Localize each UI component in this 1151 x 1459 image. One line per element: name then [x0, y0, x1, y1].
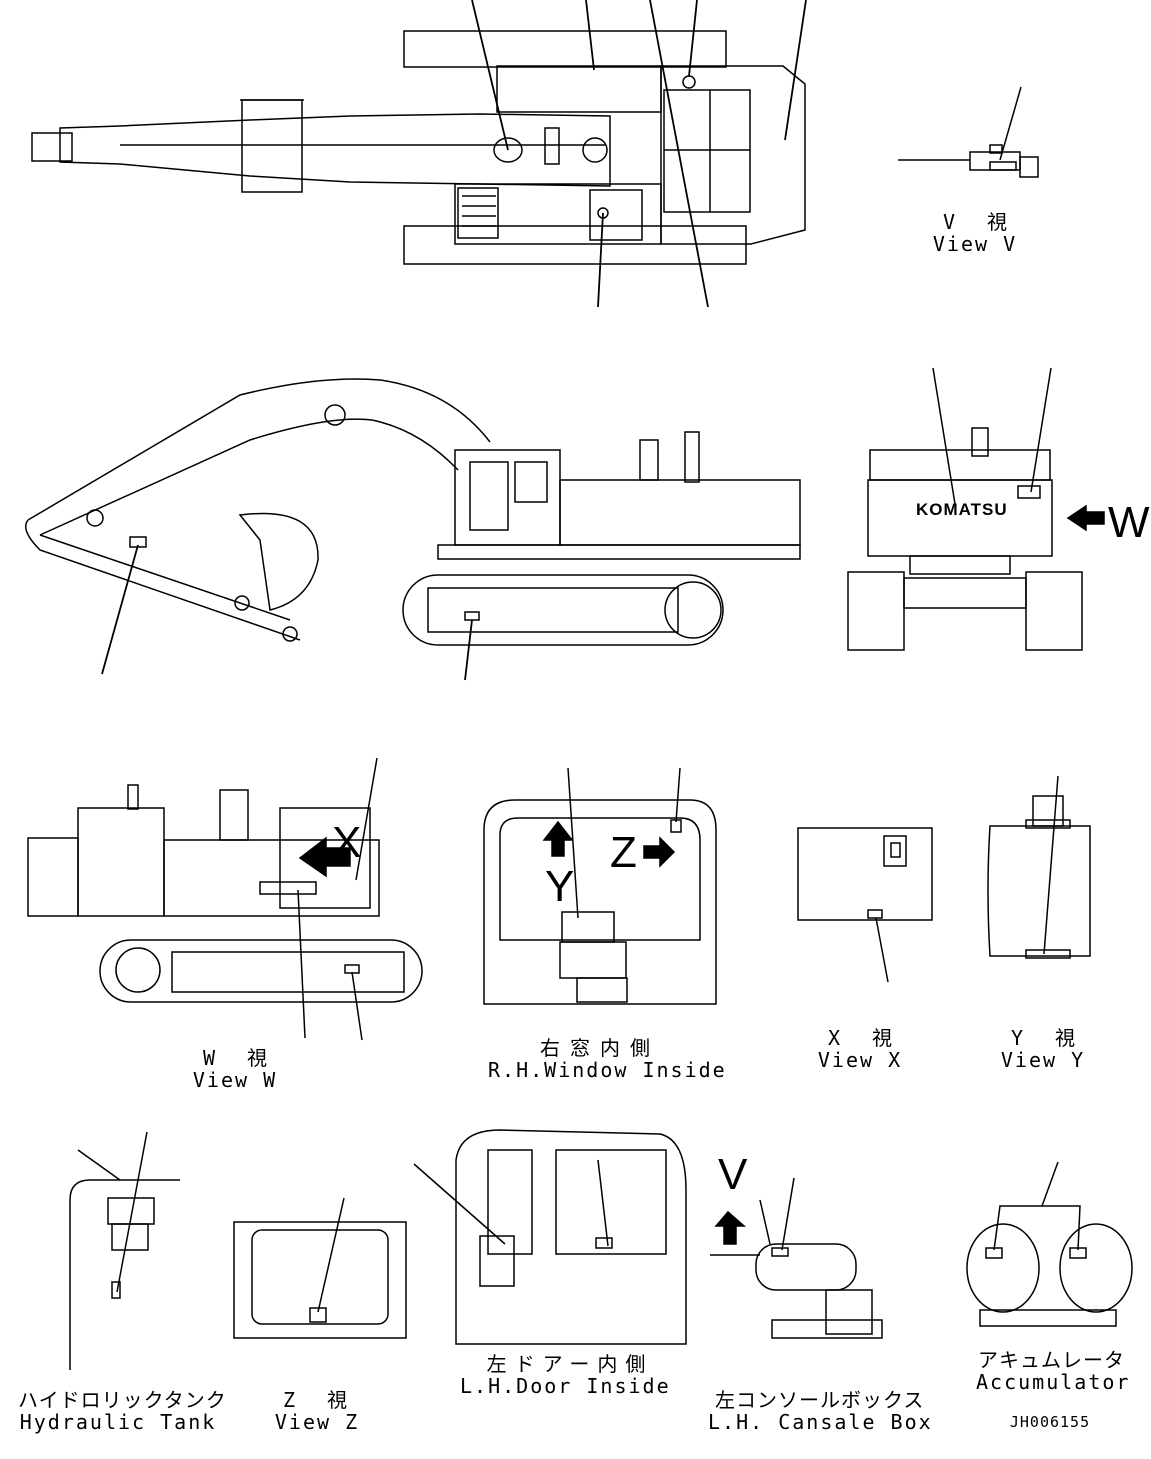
lh-door-label-en: L.H.Door Inside: [460, 1374, 671, 1398]
excavator-side-view: [26, 379, 800, 645]
arrow-letter-v: V: [718, 1150, 748, 1199]
rh-window-sketch: [484, 768, 716, 1004]
brand-logo: KOMATSU: [916, 500, 1008, 519]
rh-window-label-jp: 右窓内側: [540, 1036, 660, 1060]
view-v-label-en: View V: [932, 232, 1018, 256]
excavator-rear-view: [848, 368, 1104, 650]
view-w-label-en: View W: [192, 1068, 278, 1092]
rh-window-label-en: R.H.Window Inside: [488, 1058, 727, 1082]
lh-console-sketch: [710, 1178, 882, 1338]
drawing-code: JH006155: [1009, 1413, 1091, 1431]
arrow-letter-z: Z: [610, 828, 637, 877]
view-y-label-jp: Y 視: [1010, 1026, 1086, 1050]
view-v-sketch: [898, 87, 1038, 177]
view-y-label-en: View Y: [1000, 1048, 1086, 1072]
arrow-letter-x: X: [332, 818, 362, 867]
view-w-label-jp: W 視: [202, 1046, 278, 1070]
hydraulic-tank-label-jp: ハイドロリックタンク: [18, 1388, 227, 1412]
view-v-label-jp: V 視: [942, 210, 1018, 234]
view-y-sketch: [988, 776, 1090, 958]
arrow-letter-y: Y: [545, 862, 575, 911]
hydraulic-tank-label-en: Hydraulic Tank: [19, 1410, 217, 1434]
view-z-label-jp: Z 視: [282, 1388, 358, 1412]
view-z-sketch: [234, 1198, 406, 1338]
view-x-label-jp: X 視: [827, 1026, 903, 1050]
top-view-leaders: [472, 0, 806, 307]
side-view-leaders: [102, 545, 472, 680]
lh-console-label-en: L.H. Cansale Box: [708, 1410, 933, 1434]
accumulator-label-en: Accumulator: [976, 1370, 1131, 1394]
hydraulic-tank-sketch: [70, 1132, 180, 1370]
accumulator-sketch: [967, 1162, 1132, 1326]
lh-door-label-jp: 左ドアー内側: [486, 1352, 654, 1376]
view-z-label-en: View Z: [274, 1410, 360, 1434]
lh-console-label-jp: 左コンソールボックス: [715, 1388, 925, 1412]
view-w-sketch: [28, 758, 422, 1040]
view-x-label-en: View X: [817, 1048, 903, 1072]
excavator-top-view: [32, 31, 805, 264]
lh-door-sketch: [414, 1130, 686, 1344]
accumulator-label-jp: アキュムレータ: [978, 1348, 1125, 1372]
arrow-letter-w: W: [1108, 498, 1150, 547]
view-x-sketch: [798, 828, 932, 982]
